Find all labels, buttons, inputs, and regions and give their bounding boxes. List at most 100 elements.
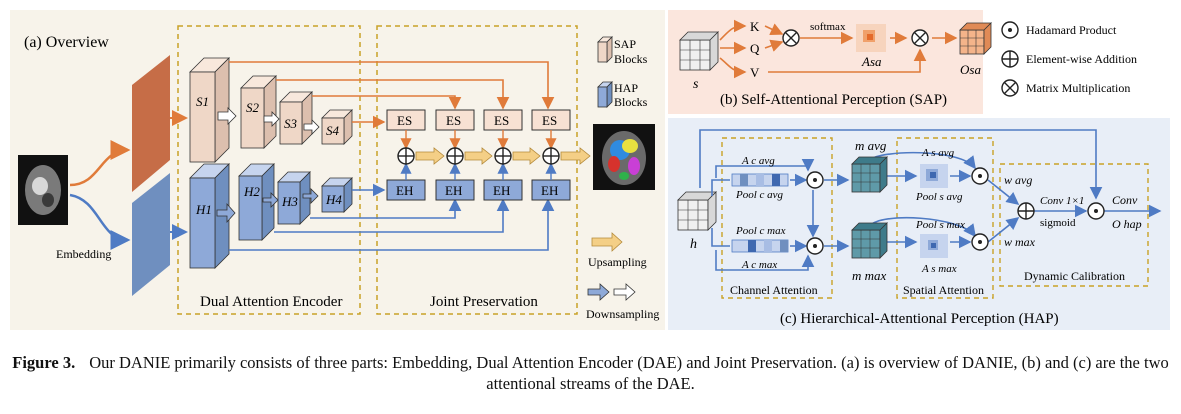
m-max-cube	[851, 222, 888, 259]
sap-block-s4: S4	[321, 109, 353, 145]
hap-blocks-legend-line2: Blocks	[614, 95, 648, 109]
eh-label-4: EH	[541, 183, 558, 198]
hap-flow-lines	[699, 129, 1162, 271]
sap-blocks-legend: SAP Blocks	[597, 36, 648, 66]
softmax-label: softmax	[810, 21, 846, 33]
output-segmentation-image	[593, 124, 655, 190]
sap-attention-label: Asa	[861, 54, 882, 69]
pool-max-c-label: Pool c max	[735, 225, 786, 237]
m-avg-cube	[851, 156, 888, 193]
sap-matmul-1	[782, 29, 800, 47]
s1-label: S1	[196, 94, 209, 109]
sap-input-label: s	[693, 77, 699, 92]
dynamic-calibration-box	[999, 163, 1149, 287]
embedding-to-sap-arrow	[69, 140, 131, 187]
hap-title: (c) Hierarchical-Attentional Perception …	[780, 311, 1059, 327]
sap-output-cube	[959, 22, 992, 55]
addition-legend-label: Element-wise Addition	[1026, 52, 1137, 66]
hap-blocks-legend: HAP Blocks	[597, 81, 648, 109]
hap-down-arrow-1	[216, 202, 236, 224]
s2-label: S2	[246, 100, 260, 115]
channel-attention-box	[721, 137, 833, 299]
a-avg-s-label: A s avg	[921, 147, 955, 159]
sap-skip-lines	[229, 61, 555, 129]
h3-label: H3	[281, 194, 298, 209]
dc-addition-node	[1017, 202, 1035, 220]
a-avg-c-label: A c avg	[741, 155, 775, 167]
upsampling-legend-label: Upsampling	[588, 255, 647, 269]
hap-down-arrow-2	[262, 192, 279, 208]
pool-max-s-label: Pool s max	[915, 219, 965, 231]
spatial-attention-label: Spatial Attention	[903, 283, 984, 297]
sap-q-label: Q	[750, 41, 760, 56]
sap-block-s2: S2	[240, 75, 277, 149]
eh-boxes: EH EH EH EH	[386, 179, 571, 201]
sap-k-label: K	[750, 19, 760, 34]
spatial-max-map	[920, 234, 948, 258]
a-max-s-label: A s max	[921, 263, 957, 275]
sap-blocks-legend-line1: SAP	[614, 37, 636, 51]
channel-attention-label: Channel Attention	[730, 283, 818, 297]
sap-output-label: Osa	[960, 62, 981, 77]
pool-avg-s-label: Pool s avg	[915, 191, 963, 203]
w-max-label: w max	[1004, 235, 1036, 249]
hadamard-legend-label: Hadamard Product	[1026, 23, 1117, 37]
spatial-hadamard-nodes	[971, 167, 989, 251]
dynamic-calibration-label: Dynamic Calibration	[1024, 269, 1125, 283]
ops-legend: Hadamard Product Element-wise Addition M…	[1001, 21, 1137, 97]
embedding-label: Embedding	[56, 247, 111, 261]
a-max-c-label: A c max	[741, 259, 777, 271]
conv-label: Conv	[1112, 193, 1138, 207]
channel-max-vector	[731, 239, 789, 253]
danie-diagram: (a) Overview Embedding Dual Attention En…	[10, 10, 1170, 330]
eh-label-2: EH	[445, 183, 462, 198]
downsampling-legend: Downsampling	[586, 283, 659, 321]
sap-title: (b) Self-Attentional Perception (SAP)	[720, 92, 947, 108]
h2-label: H2	[243, 184, 260, 199]
sigmoid-label: sigmoid	[1040, 217, 1076, 229]
es-to-add-lines	[400, 130, 557, 150]
embedding-to-hap-arrow	[69, 193, 131, 250]
m-avg-label: m avg	[855, 138, 887, 153]
hap-input-cube	[677, 191, 717, 231]
upsampling-legend: Upsampling	[588, 232, 647, 269]
overview-panel	[10, 10, 665, 330]
eh-label-1: EH	[396, 183, 413, 198]
s3-label: S3	[284, 116, 298, 131]
sap-panel	[668, 10, 983, 114]
figure-caption: Figure 3. Our DANIE primarily consists of…	[0, 352, 1181, 394]
sap-block-s1: S1	[189, 57, 230, 163]
hap-input-label: h	[690, 237, 697, 252]
pool-avg-c-label: Pool c avg	[735, 189, 784, 201]
embedding-sap-slab	[132, 55, 170, 192]
sap-down-arrow-1	[217, 107, 237, 125]
figure-caption-text: Our DANIE primarily consists of three pa…	[89, 353, 1169, 393]
channel-hadamard-nodes	[806, 171, 824, 255]
dc-hadamard-node	[1087, 202, 1105, 220]
hap-blocks-legend-line1: HAP	[614, 81, 638, 95]
hap-block-h1: H1	[189, 163, 230, 269]
h1-label: H1	[195, 202, 212, 217]
overview-title: (a) Overview	[24, 34, 109, 51]
eh-to-add-lines	[400, 162, 557, 180]
h4-label: H4	[325, 192, 342, 207]
es-label-3: ES	[494, 113, 509, 128]
input-mri-image	[18, 155, 68, 225]
sap-v-label: V	[750, 65, 760, 80]
upsampling-arrows	[415, 147, 591, 165]
sap-input-cube	[679, 31, 719, 71]
sap-down-arrow-3	[303, 119, 320, 135]
sap-blocks-legend-line2: Blocks	[614, 52, 648, 66]
sap-kqv-arrows	[719, 19, 958, 79]
conv1x1-label: Conv 1×1	[1040, 195, 1084, 207]
sap-matmul-2	[911, 29, 929, 47]
es-label-1: ES	[397, 113, 412, 128]
figure-label: Figure 3.	[12, 353, 76, 372]
o-hap-label: O hap	[1112, 217, 1142, 231]
hap-block-h2: H2	[238, 163, 275, 241]
add-nodes	[397, 147, 560, 165]
sap-attention-map	[856, 24, 886, 52]
es-label-4: ES	[542, 113, 557, 128]
downsampling-legend-label: Downsampling	[586, 307, 659, 321]
embedding-hap-slab	[132, 173, 170, 296]
